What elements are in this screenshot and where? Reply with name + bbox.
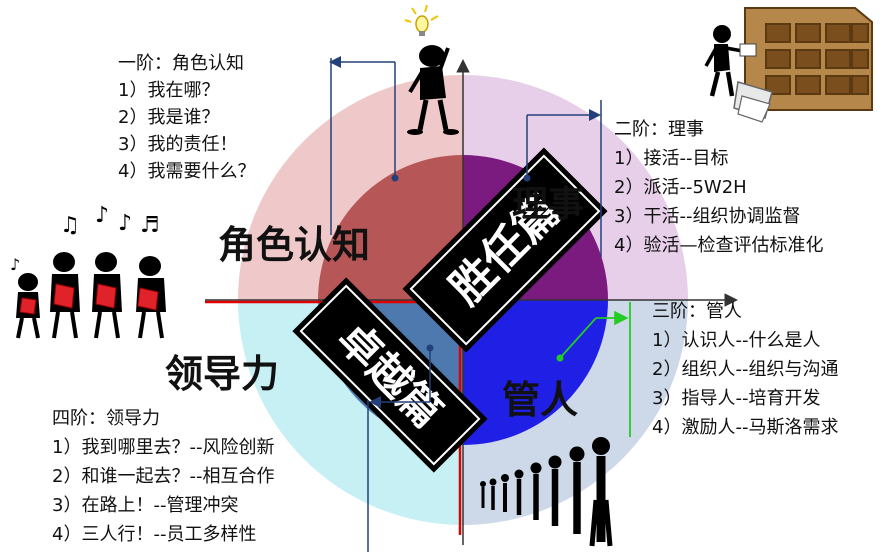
stage-4-item: 3）在路上！--管理冲突 <box>52 495 239 516</box>
svg-text:♫: ♫ <box>60 213 80 238</box>
quadrant-affairs-label: 理事 <box>512 184 585 225</box>
competent-band <box>402 147 608 353</box>
stage-1-block: 一阶：角色认知 1）我在哪？ 2）我是谁？ 3）我的责任！ 4）我需要什么？ <box>118 50 255 185</box>
inner-disc-bottom-right <box>463 300 608 445</box>
stage-2-item: 3）干活--组织协调监督 <box>614 206 801 227</box>
choir-singers-icon: ♫ ♪ ♪ ♬ ♪ <box>10 203 166 339</box>
stage-3-item: 3）指导人--培育开发 <box>652 388 821 409</box>
stage-1-title: 一阶：角色认知 <box>118 53 244 74</box>
stage-4-item: 2）和谁一起去？--相互合作 <box>52 466 275 487</box>
stage-2-item: 1）接活--目标 <box>614 148 729 169</box>
stage-3-item: 2）组织人--组织与沟通 <box>652 359 839 380</box>
svg-text:♪: ♪ <box>95 203 109 228</box>
quadrant-people-label: 管人 <box>502 378 579 422</box>
stage-1-item: 2）我是谁？ <box>118 107 220 128</box>
stage-3-block: 三阶：管人 1）认识人--什么是人 2）组织人--组织与沟通 3）指导人--培育… <box>652 297 838 442</box>
svg-text:♪: ♪ <box>118 211 132 236</box>
connector-stage-1 <box>329 56 399 235</box>
stage-1-item: 1）我在哪？ <box>118 80 220 101</box>
stage-3-item: 1）认识人--什么是人 <box>652 330 821 351</box>
stage-4-item: 4）三人行！--员工多样性 <box>52 524 257 545</box>
stage-4-title: 四阶：领导力 <box>52 408 160 429</box>
stage-2-item: 2）派活--5W2H <box>614 177 747 198</box>
inner-disc-top-left <box>318 155 463 300</box>
connector-stage-2 <box>523 100 602 257</box>
filing-cabinet-icon <box>704 7 873 123</box>
stage-4-item: 1）我到哪里去？--风险创新 <box>52 437 275 458</box>
excellence-band <box>292 277 488 473</box>
stage-2-item: 4）验活—检查评估标准化 <box>614 235 824 256</box>
stage-2-block: 二阶：理事 1）接活--目标 2）派活--5W2H 3）干活--组织协调监督 4… <box>614 115 823 260</box>
stage-4-block: 四阶：领导力 1）我到哪里去？--风险创新 2）和谁一起去？--相互合作 3）在… <box>52 404 274 549</box>
quadrant-role-label: 角色认知 <box>218 223 371 267</box>
thinker-figure-icon <box>404 4 459 135</box>
svg-text:♪: ♪ <box>10 255 20 274</box>
connector-stage-3 <box>556 302 631 437</box>
stage-3-title: 三阶：管人 <box>652 301 742 322</box>
stage-3-item: 4）激励人--马斯洛需求 <box>652 417 839 438</box>
stage-1-item: 3）我的责任！ <box>118 134 238 155</box>
people-queue-icon <box>480 437 613 547</box>
stage-1-item: 4）我需要什么？ <box>118 161 256 182</box>
stage-2-title: 二阶：理事 <box>614 119 704 140</box>
quadrant-leadership-label: 领导力 <box>165 352 280 396</box>
svg-text:♬: ♬ <box>140 213 160 238</box>
connector-stage-4 <box>367 344 434 552</box>
